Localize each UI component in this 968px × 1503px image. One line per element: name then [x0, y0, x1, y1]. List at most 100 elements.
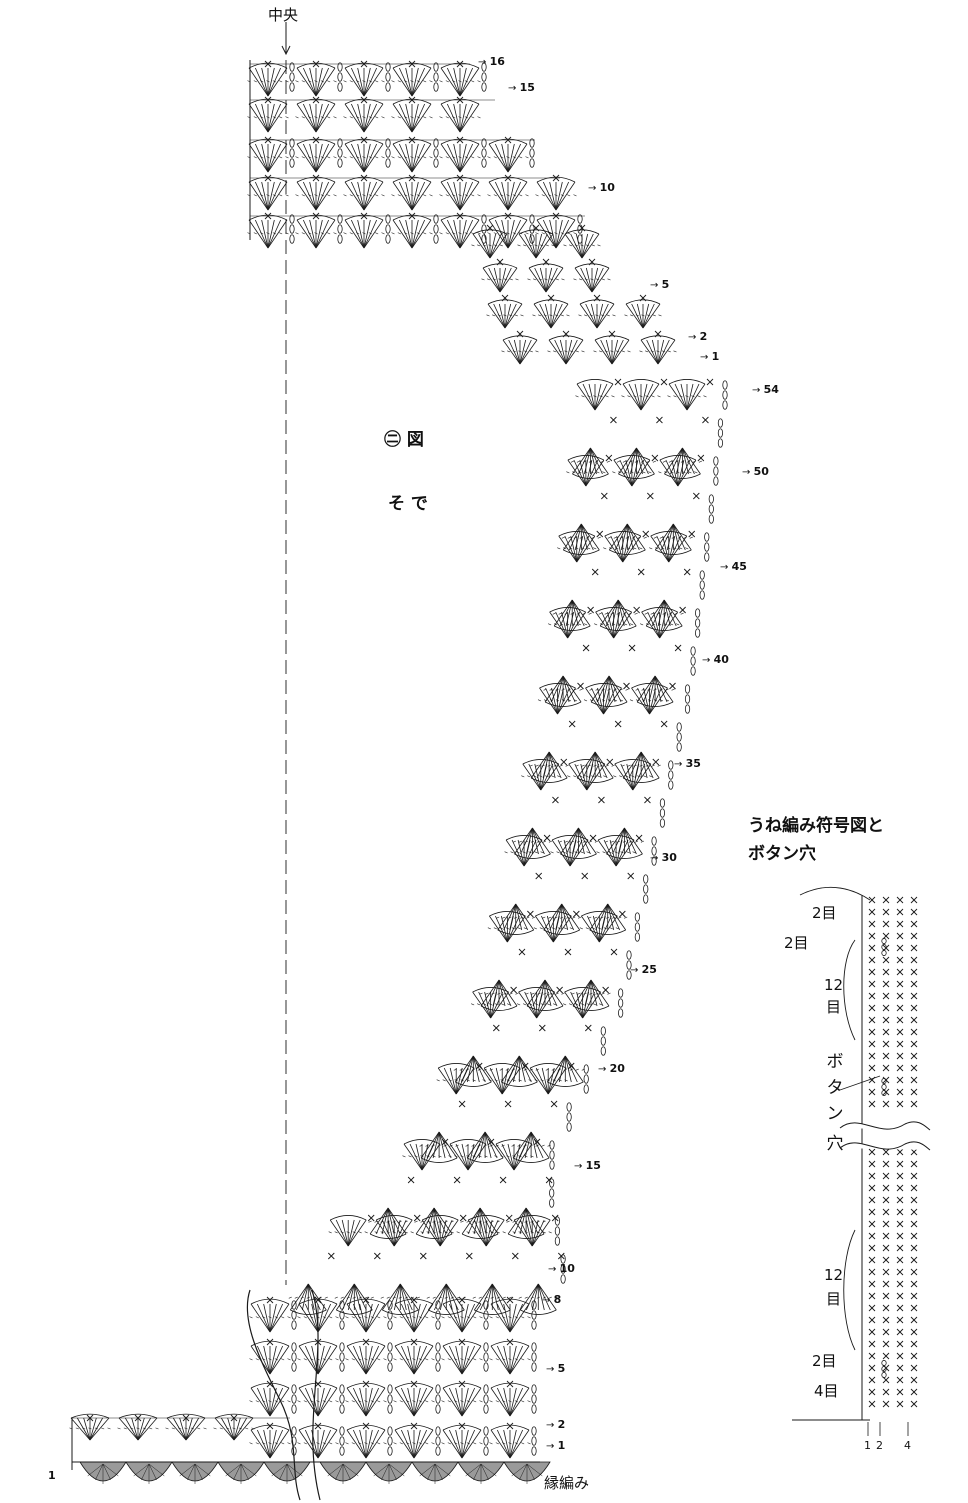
double-crochet-stitch [563, 244, 567, 247]
double-crochet-stitch [525, 1207, 533, 1235]
double-crochet-stitch [503, 903, 517, 931]
double-crochet-stitch [524, 1231, 528, 1234]
double-crochet-stitch [383, 1358, 387, 1361]
fan-arc [298, 1424, 338, 1431]
double-crochet-stitch [509, 1387, 530, 1417]
double-crochet-stitch [536, 991, 550, 1019]
double-crochet-stitch [596, 471, 600, 474]
double-crochet-stitch [608, 675, 616, 703]
double-crochet-stitch [406, 1316, 410, 1319]
double-crochet-stitch [554, 339, 567, 365]
chain-stitch [583, 1074, 589, 1084]
edge-stitch [373, 1463, 390, 1477]
single-crochet-mark [868, 1316, 876, 1324]
double-crochet-stitch [89, 1417, 110, 1441]
double-crochet-stitch [499, 267, 518, 293]
chain-stitch [435, 1384, 441, 1394]
double-crochet-stitch [509, 1303, 530, 1333]
inset-label: 2目 [812, 1352, 837, 1370]
chain-stitch [339, 1310, 345, 1320]
double-crochet-stitch [301, 80, 305, 83]
single-crochet-mark [910, 1160, 918, 1168]
edge-stitch [388, 1463, 397, 1481]
double-crochet-stitch [547, 764, 551, 767]
double-crochet-stitch [296, 67, 317, 97]
single-crochet-mark [882, 908, 890, 916]
single-crochet-mark [510, 986, 517, 994]
chain-stitch [481, 214, 487, 224]
double-crochet-stitch [213, 1427, 217, 1430]
double-crochet-stitch [362, 80, 366, 83]
single-crochet-mark [581, 872, 589, 880]
double-crochet-stitch [365, 1429, 380, 1459]
double-crochet-stitch [375, 232, 379, 235]
double-crochet-stitch [315, 181, 330, 211]
fan-arc [664, 473, 701, 479]
double-crochet-stitch [565, 339, 584, 365]
double-crochet-stitch [567, 611, 575, 639]
double-crochet-stitch [488, 219, 509, 249]
fan-arc [248, 138, 288, 145]
double-crochet-stitch [261, 103, 269, 133]
edge-stitch [240, 1463, 257, 1477]
double-crochet-stitch [574, 267, 593, 293]
double-crochet-stitch [335, 1316, 339, 1319]
double-crochet-stitch [682, 447, 689, 475]
single-crochet-mark [910, 1184, 918, 1192]
double-crochet-stitch [537, 992, 541, 995]
chain-stitch [531, 1446, 537, 1456]
double-crochet-stitch [672, 523, 680, 551]
double-crochet-stitch [340, 1296, 344, 1299]
double-crochet-stitch [527, 1358, 531, 1361]
single-crochet-mark [910, 1304, 918, 1312]
double-crochet-stitch [301, 232, 305, 235]
chain-stitch [708, 514, 714, 524]
double-crochet-stitch [650, 350, 654, 353]
double-crochet-stitch [538, 314, 542, 317]
double-crochet-stitch [392, 103, 413, 133]
double-crochet-stitch [501, 181, 509, 211]
double-crochet-stitch [599, 599, 619, 627]
double-crochet-stitch [269, 1387, 284, 1417]
double-crochet-stitch [515, 278, 519, 281]
column-number: 4 [904, 1439, 911, 1452]
double-crochet-stitch [610, 350, 614, 353]
chain-stitch [881, 1372, 887, 1378]
double-crochet-stitch [471, 244, 475, 247]
double-crochet-stitch [308, 194, 312, 197]
double-crochet-stitch [314, 116, 318, 119]
double-crochet-stitch [573, 699, 578, 702]
double-crochet-stitch [614, 851, 618, 854]
single-crochet-mark [868, 1088, 876, 1096]
double-crochet-stitch [344, 103, 365, 133]
double-crochet-stitch [535, 915, 554, 943]
double-crochet-stitch [554, 232, 558, 235]
double-crochet-stitch [530, 1231, 534, 1234]
double-crochet-stitch [421, 1143, 441, 1171]
double-crochet-stitch [407, 1429, 415, 1459]
double-crochet-stitch [455, 1067, 463, 1095]
double-crochet-stitch [581, 233, 594, 259]
double-crochet-stitch [529, 350, 533, 353]
double-crochet-stitch [636, 447, 643, 475]
double-crochet-stitch [440, 219, 461, 249]
double-crochet-stitch [563, 927, 567, 930]
double-crochet-stitch [625, 459, 633, 487]
single-crochet-mark [896, 920, 904, 928]
double-crochet-stitch [508, 1358, 512, 1361]
double-crochet-stitch [533, 775, 537, 778]
double-crochet-stitch [392, 143, 413, 173]
double-crochet-stitch [344, 219, 365, 249]
fan-arc [166, 1413, 206, 1419]
single-crochet-mark [591, 568, 599, 576]
double-crochet-stitch [298, 1429, 319, 1459]
double-crochet-stitch [580, 523, 594, 551]
double-crochet-stitch [569, 839, 577, 867]
double-crochet-stitch [400, 1303, 415, 1333]
double-crochet-stitch [532, 916, 536, 919]
double-crochet-stitch [317, 1303, 338, 1333]
double-crochet-stitch [329, 1316, 333, 1319]
double-crochet-stitch [481, 278, 485, 281]
double-crochet-stitch [347, 1219, 367, 1247]
double-crochet-stitch [536, 991, 544, 1019]
